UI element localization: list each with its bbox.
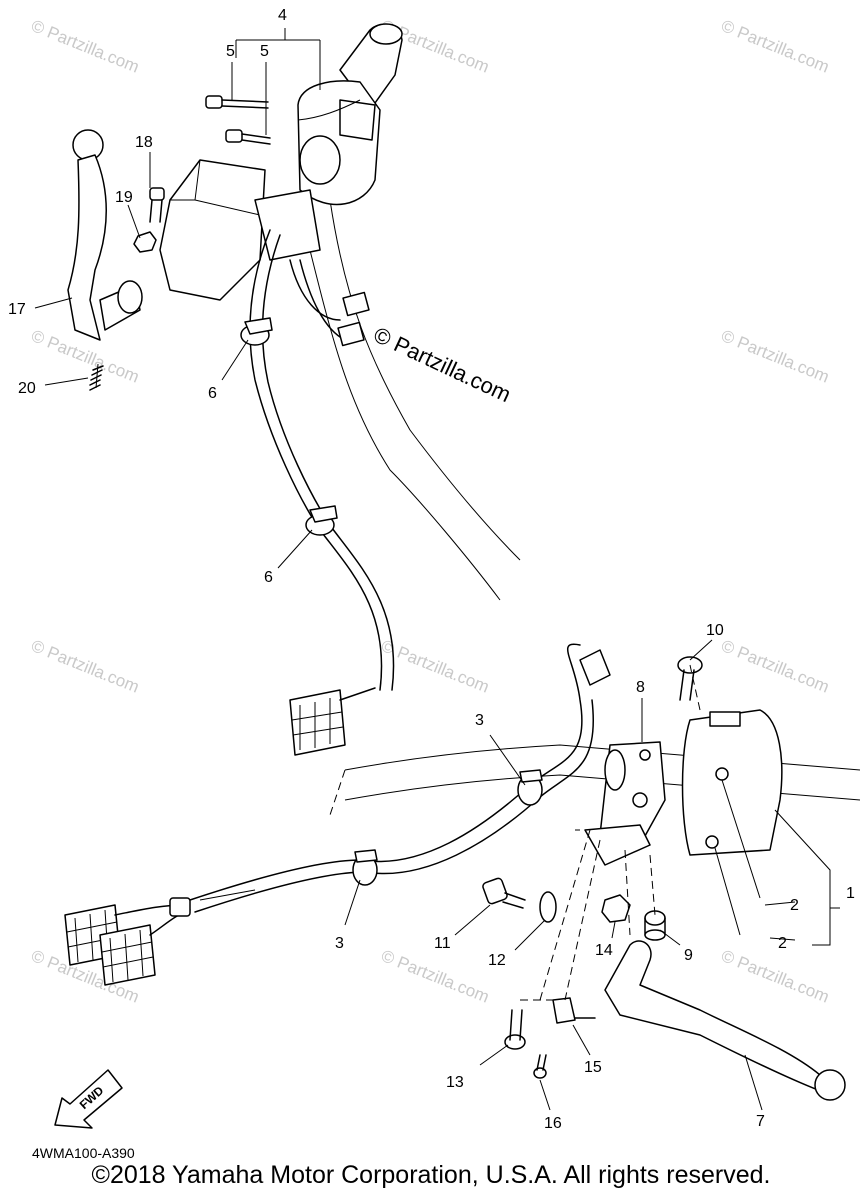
callout-17: 17 — [8, 301, 26, 318]
watermark-tile: © Partzilla.com — [379, 636, 492, 697]
lower-couplers — [64, 897, 191, 986]
callout-12: 12 — [488, 952, 506, 969]
screw-5a — [205, 95, 269, 109]
upper-coupler — [289, 687, 376, 756]
callout-6: 6 — [264, 569, 273, 586]
bolt-11 — [482, 877, 526, 909]
handlebar-switch-right — [297, 80, 381, 206]
callout-10: 10 — [706, 622, 724, 639]
callout-2: 2 — [778, 935, 787, 952]
cable-clamp-3b — [352, 849, 378, 886]
clutch-lever-7 — [604, 940, 846, 1101]
callout-20: 20 — [18, 380, 36, 397]
fwd-arrow-icon: FWD — [54, 1069, 123, 1129]
upper-small-connectors — [337, 291, 370, 347]
collar-9 — [644, 910, 666, 941]
callout-2: 2 — [790, 897, 799, 914]
upper-wire-harness — [249, 229, 395, 691]
cable-clamp-6b — [305, 505, 338, 536]
handlebar-switch-left — [681, 709, 783, 856]
watermark-tile: © Partzilla.com — [379, 946, 492, 1007]
callout-3: 3 — [475, 712, 484, 729]
watermark-tile: © Partzilla.com — [719, 946, 832, 1007]
bolt-18 — [149, 187, 165, 223]
bolt-10 — [677, 656, 703, 701]
control-unit — [159, 159, 321, 301]
upper-handlebar — [299, 199, 521, 601]
copyright-notice: ©2018 Yamaha Motor Corporation, U.S.A. A… — [91, 1161, 771, 1189]
callout-13: 13 — [446, 1074, 464, 1091]
screw-16 — [533, 1054, 547, 1079]
cable-clamp-3a — [517, 769, 543, 806]
callout-14: 14 — [595, 942, 613, 959]
assembly-lines — [520, 664, 701, 1001]
watermark-tiles: © Partzilla.com © Partzilla.com © Partzi… — [29, 16, 832, 1007]
lever-holder-8 — [584, 741, 666, 866]
bolt-13 — [504, 1009, 526, 1050]
nut-14 — [601, 894, 631, 923]
callout-11: 11 — [434, 935, 451, 952]
spring-20 — [89, 363, 104, 391]
callout-9: 9 — [684, 947, 693, 964]
callout-1: 1 — [846, 885, 855, 902]
lower-small-connector — [579, 649, 611, 686]
watermark-tile: © Partzilla.com — [719, 16, 832, 77]
watermark-tile: © Partzilla.com — [719, 636, 832, 697]
callout-19: 19 — [115, 189, 133, 206]
watermark-tile: © Partzilla.com — [29, 636, 142, 697]
leader-lines — [34, 28, 840, 1111]
watermark-main: © Partzilla.com — [370, 322, 515, 407]
watermark-tile: © Partzilla.com — [29, 16, 142, 77]
nut-19 — [133, 231, 157, 253]
callout-7: 7 — [756, 1113, 765, 1130]
callout-3: 3 — [335, 935, 344, 952]
callout-15: 15 — [584, 1059, 602, 1076]
lower-wire-harness — [189, 643, 594, 913]
watermark-tile: © Partzilla.com — [29, 326, 142, 387]
drawing-code: 4WMA100-A390 — [32, 1145, 135, 1161]
callout-5: 5 — [260, 43, 269, 60]
clutch-lever-17 — [67, 129, 143, 341]
callout-4: 4 — [278, 7, 287, 24]
cable-clamp-6a — [240, 317, 273, 346]
callout-5: 5 — [226, 43, 235, 60]
screw-5b — [225, 129, 271, 145]
switch-15 — [552, 997, 596, 1024]
callout-6: 6 — [208, 385, 217, 402]
callout-18: 18 — [135, 134, 153, 151]
watermark-tile: © Partzilla.com — [719, 326, 832, 387]
callouts: 4 5 5 18 19 17 20 6 6 10 8 3 3 1 2 2 11 … — [8, 7, 855, 1132]
callout-8: 8 — [636, 679, 645, 696]
callout-16: 16 — [544, 1115, 562, 1132]
washer-12 — [539, 891, 557, 923]
